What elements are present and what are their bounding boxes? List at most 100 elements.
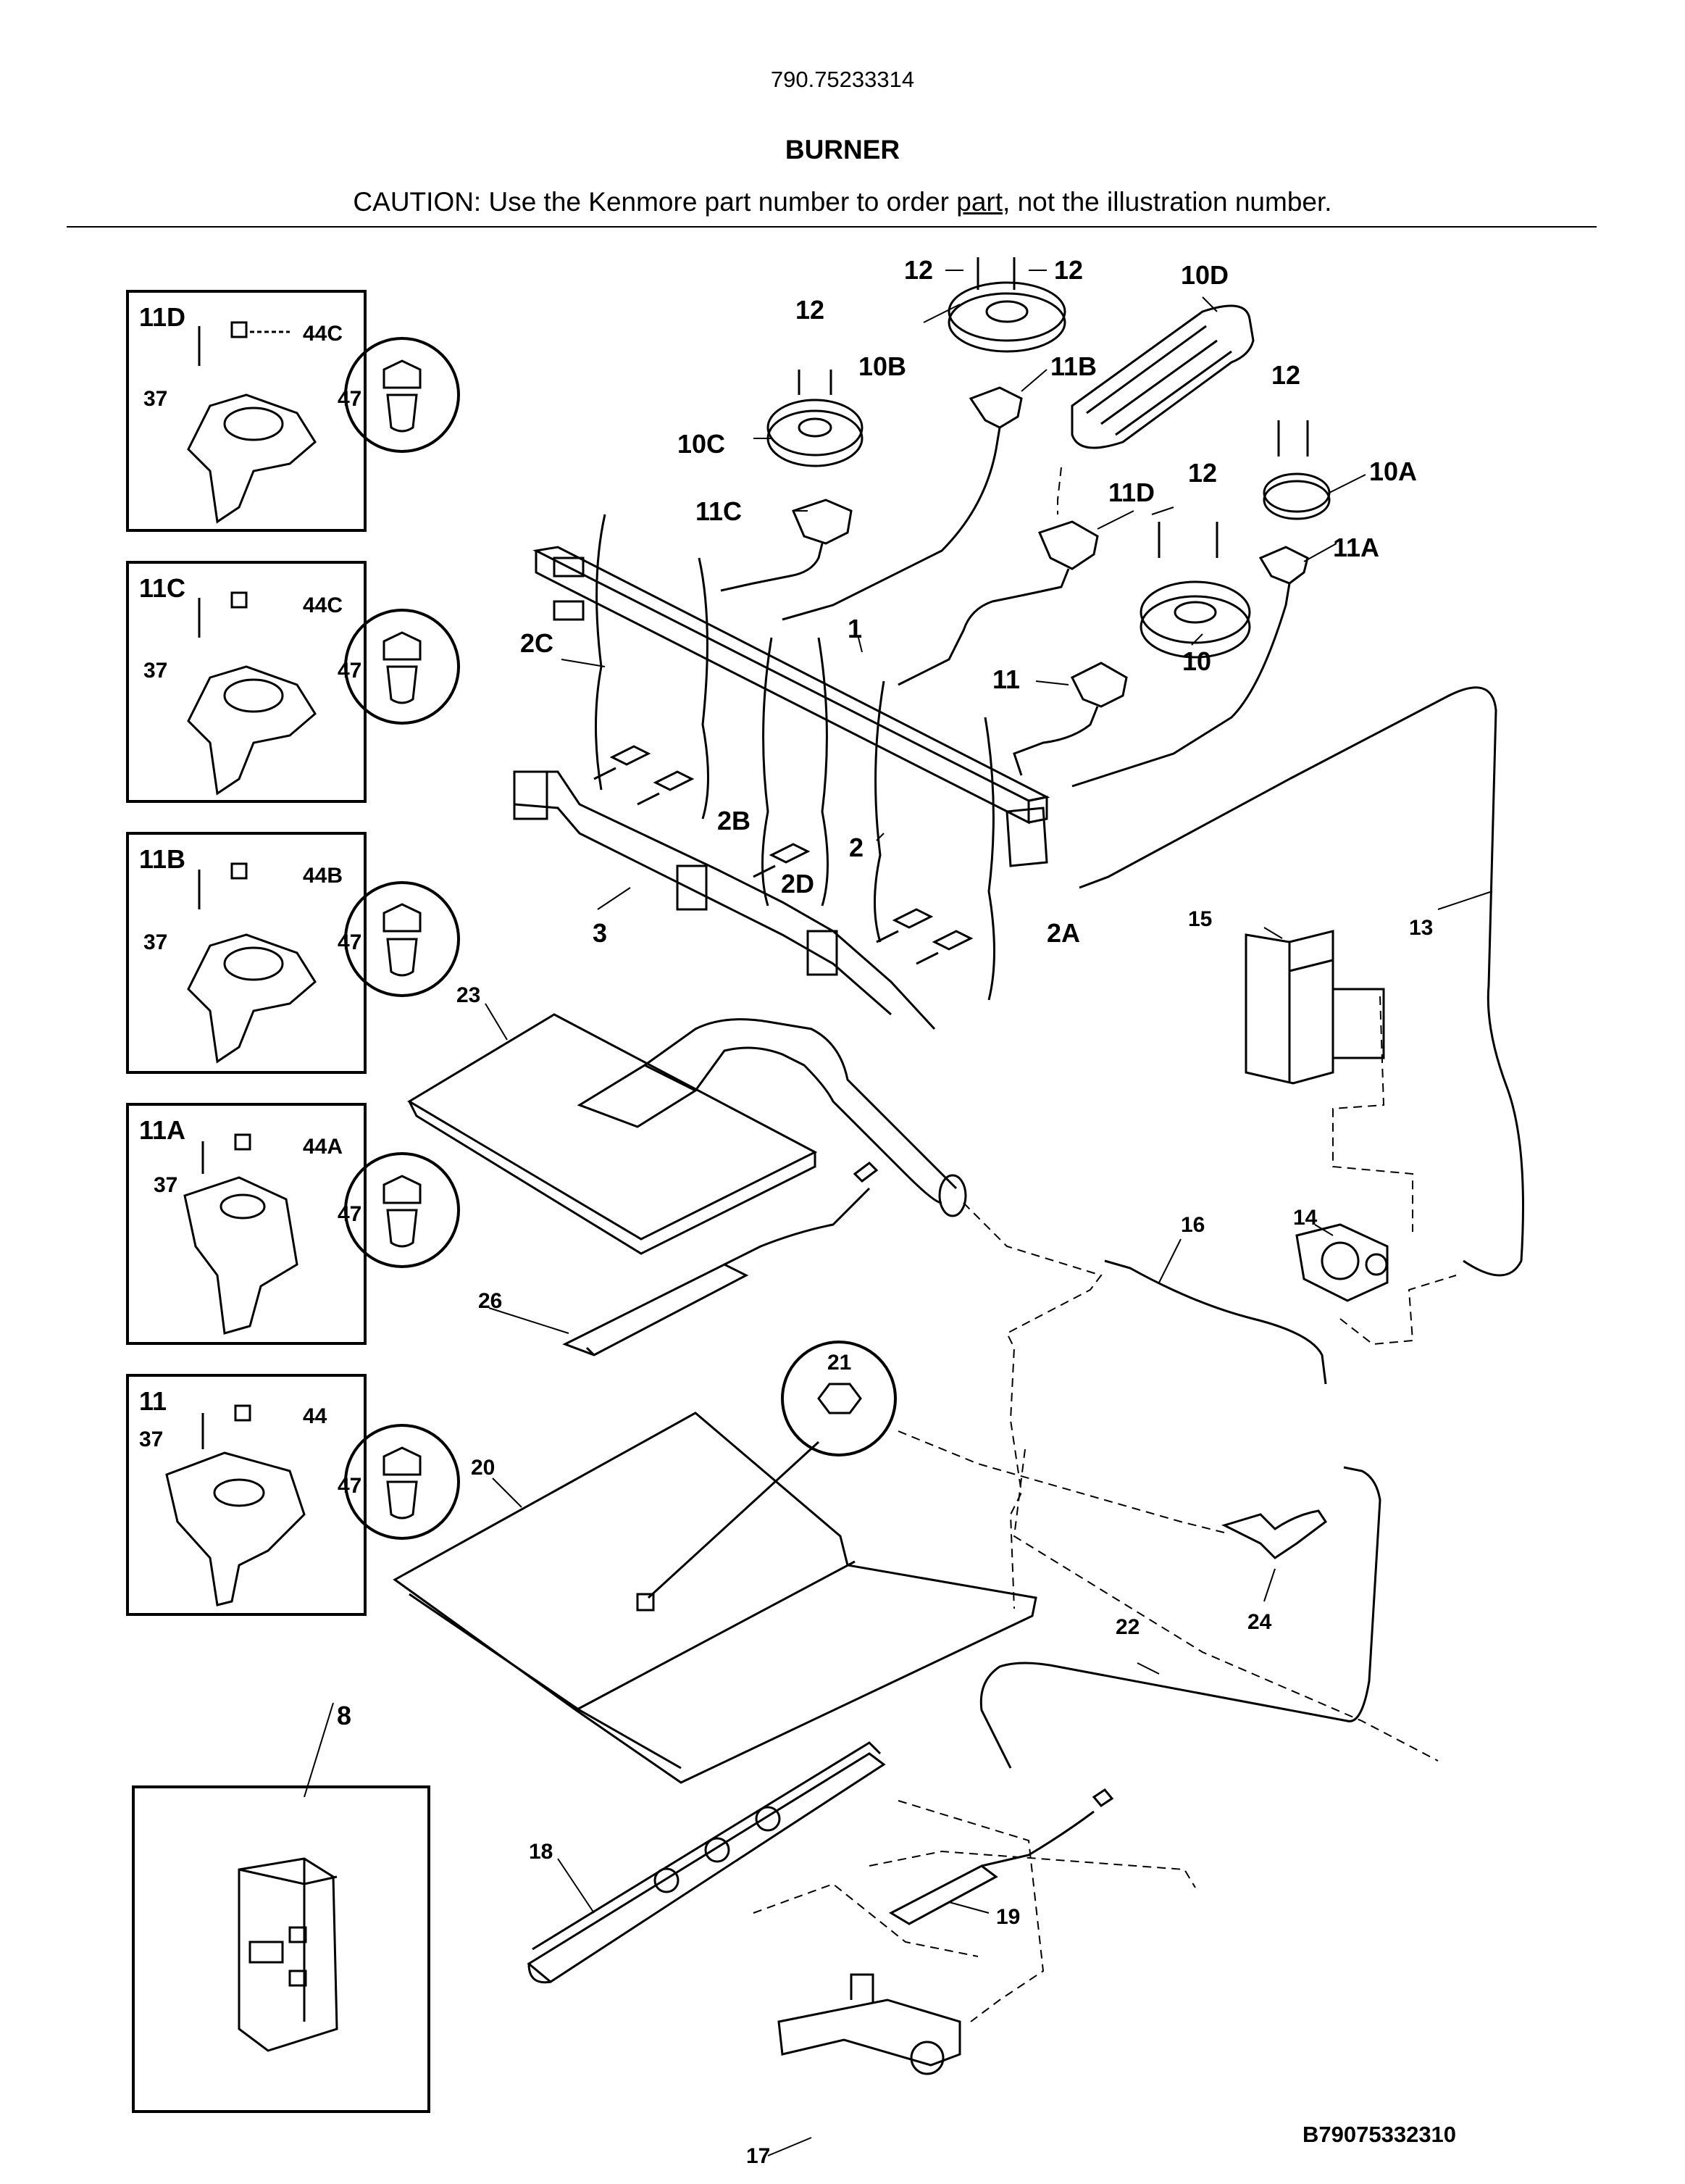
heat-shield-23 [407, 1013, 967, 1255]
inset-screw-label: 37 [143, 659, 167, 683]
gas-tube-11c [720, 543, 824, 592]
callout-11b: 11B [1050, 351, 1097, 381]
callout-13: 13 [1409, 916, 1433, 940]
caution-note: CAUTION: Use the Kenmore part number to … [0, 187, 1685, 217]
igniter-19 [888, 1788, 1114, 1925]
callout-22: 22 [1116, 1615, 1140, 1639]
inset-title: 11B [139, 844, 185, 874]
inset-11a [126, 1103, 460, 1345]
inset-screw-label: 37 [154, 1173, 177, 1197]
callout-19: 19 [996, 1905, 1020, 1929]
brace-2d-right [817, 637, 829, 906]
page-title: BURNER [785, 135, 900, 164]
callout-16: 16 [1181, 1213, 1205, 1237]
callout-11c: 11C [695, 496, 742, 526]
inset-jet-label: 47 [338, 659, 361, 683]
inset-jet-label: 47 [338, 930, 361, 954]
caution-suffix: , not the illustration number. [1003, 187, 1332, 217]
brace-2c [595, 514, 606, 791]
gas-tube-11 [1013, 706, 1099, 776]
callout-11: 11 [992, 664, 1020, 694]
inset-cap-label: 44B [303, 864, 343, 888]
bracket-3-tab [513, 770, 548, 820]
bracket-3-tab [806, 930, 838, 976]
callout-17: 17 [746, 2144, 770, 2168]
inset-cap-label: 44C [303, 322, 343, 346]
burner-base-11c [791, 499, 853, 545]
callout-10d: 10D [1181, 260, 1229, 290]
fitting-24 [1221, 1509, 1328, 1559]
callout-21: 21 [827, 1351, 851, 1375]
brace-2-left [874, 680, 885, 943]
callout-14: 14 [1293, 1206, 1318, 1230]
inset-title: 11A [139, 1115, 185, 1145]
valve-17 [777, 1973, 961, 2075]
callout-2: 2 [849, 833, 864, 862]
model-number: 790.75233314 [770, 67, 915, 92]
callout-12: 12 [1271, 360, 1300, 390]
valves [593, 745, 974, 965]
callout-10c: 10C [677, 429, 725, 459]
inset-11 [126, 1374, 460, 1616]
leader-lines [304, 270, 1493, 2156]
callout-1: 1 [848, 614, 862, 643]
callout-10a: 10A [1369, 457, 1417, 486]
inset-title: 11C [139, 573, 185, 603]
inset-11d [126, 290, 460, 532]
burner-head-10 [1140, 522, 1251, 659]
inset-jet-label: 47 [338, 1202, 361, 1226]
callout-8: 8 [337, 1701, 351, 1730]
nut-21 [817, 1383, 862, 1414]
inset-jet-label: 47 [338, 1474, 361, 1498]
tube-16 [1104, 1259, 1327, 1385]
callout-2a: 2A [1047, 918, 1080, 948]
callout-20: 20 [471, 1456, 495, 1480]
bracket-3-lower [514, 803, 892, 1016]
control-box-15 [1245, 930, 1385, 1085]
callout-15: 15 [1188, 907, 1212, 931]
diagram-code: B79075332310 [1303, 2122, 1457, 2147]
inset-screw-label: 37 [139, 1427, 163, 1451]
burner-head-10b [948, 257, 1066, 353]
callout-18: 18 [529, 1840, 553, 1864]
callout-2c: 2C [520, 628, 553, 658]
inset-11c [126, 561, 460, 803]
callout-11a: 11A [1333, 533, 1379, 562]
gas-tube-11d [898, 568, 1070, 686]
brace-2b [698, 557, 709, 820]
burner-base-11a [1258, 546, 1309, 585]
caution-link: part [956, 187, 1003, 217]
callout-11d: 11D [1108, 478, 1155, 507]
callout-12: 12 [1054, 255, 1083, 285]
dashed-connectors [753, 467, 1457, 2022]
gas-tube-11a [1071, 583, 1291, 788]
igniter-26 [562, 1162, 879, 1356]
bracket-3-tab [676, 864, 708, 911]
inset-cap-label: 44A [303, 1135, 343, 1159]
brace-2a [984, 717, 995, 1001]
burner-head-10c [766, 370, 864, 467]
tube-13 [1079, 686, 1524, 1277]
callout-2b: 2B [717, 806, 750, 835]
grate-10d [1071, 304, 1255, 449]
inset-title: 11D [139, 302, 185, 332]
bracket-3 [514, 770, 936, 1030]
callout-10: 10 [1182, 646, 1211, 676]
burner-base-11d [1037, 520, 1099, 570]
burner-base-11b [969, 386, 1023, 429]
inset-8 [132, 1785, 430, 2113]
caution-prefix: CAUTION: Use the Kenmore part number to … [353, 187, 957, 217]
callout-26: 26 [478, 1289, 502, 1313]
broil-burner-18 [527, 1741, 886, 1984]
manifold-1 [532, 546, 1050, 867]
inset-title: 11 [139, 1386, 167, 1416]
callout-12: 12 [904, 255, 933, 285]
inset-jet-label: 47 [338, 387, 361, 411]
inset-cap-label: 44 [303, 1404, 327, 1428]
callout-23: 23 [456, 983, 480, 1007]
callout-12: 12 [1188, 458, 1217, 488]
gas-tube-11b [782, 427, 1001, 621]
callout-3: 3 [593, 918, 607, 948]
tube-22 [979, 1466, 1381, 1769]
header-divider [67, 226, 1597, 228]
